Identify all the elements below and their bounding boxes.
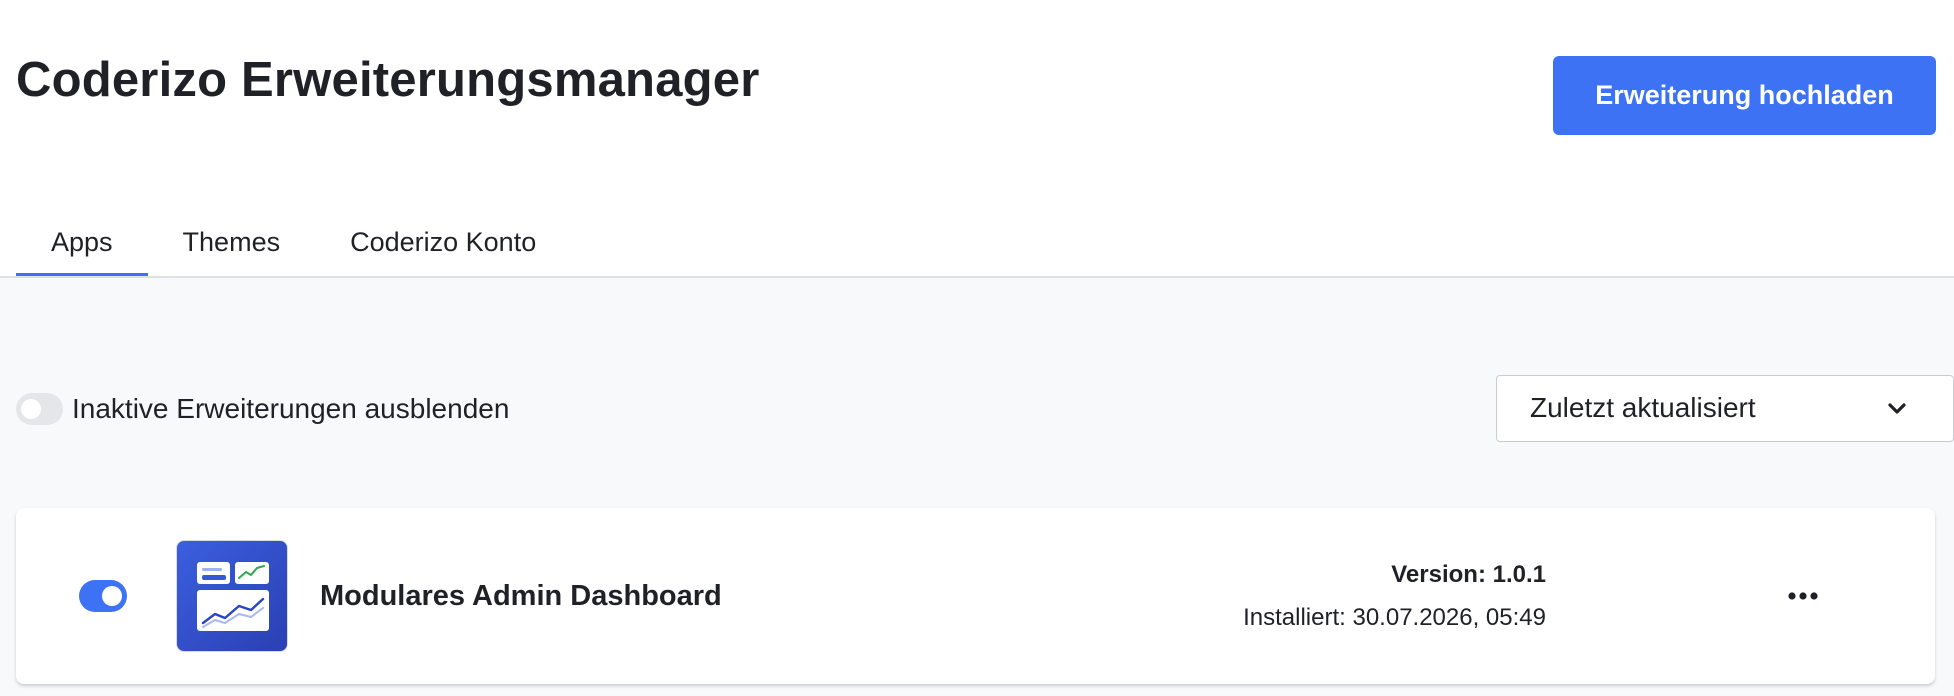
tab-coderizo-konto[interactable]: Coderizo Konto (315, 208, 571, 277)
toggle-knob (102, 586, 122, 606)
extension-card: Modulares Admin Dashboard Version: 1.0.1… (16, 508, 1935, 684)
page-title: Coderizo Erweiterungsmanager (16, 53, 760, 107)
tab-label: Apps (51, 227, 113, 257)
page-header: Coderizo Erweiterungsmanager Erweiterung… (0, 0, 1954, 278)
hide-inactive-toggle[interactable] (16, 393, 63, 425)
tab-bar: Apps Themes Coderizo Konto (16, 208, 571, 277)
extensions-content: Inaktive Erweiterungen ausblenden Zuletz… (0, 278, 1954, 696)
hide-inactive-label: Inaktive Erweiterungen ausblenden (72, 393, 510, 424)
dashboard-chart-icon (176, 540, 288, 652)
tab-apps[interactable]: Apps (16, 208, 148, 277)
more-horizontal-icon (1788, 592, 1818, 600)
toggle-knob (21, 399, 41, 419)
sort-selected-value: Zuletzt aktualisiert (1530, 392, 1756, 423)
upload-extension-button[interactable]: Erweiterung hochladen (1553, 56, 1936, 135)
sort-select[interactable]: Zuletzt aktualisiert (1496, 375, 1954, 442)
extension-version: Version: 1.0.1 (1391, 561, 1546, 588)
extension-installed-date: Installiert: 30.07.2026, 05:49 (1243, 604, 1546, 631)
extension-active-toggle[interactable] (79, 580, 127, 612)
chevron-down-icon (1888, 403, 1906, 414)
tab-label: Themes (182, 227, 281, 257)
extension-name: Modulares Admin Dashboard (320, 580, 722, 612)
tab-themes[interactable]: Themes (148, 208, 316, 277)
tab-label: Coderizo Konto (350, 227, 537, 257)
more-options-button[interactable] (1783, 580, 1823, 612)
tab-divider (0, 276, 1954, 278)
